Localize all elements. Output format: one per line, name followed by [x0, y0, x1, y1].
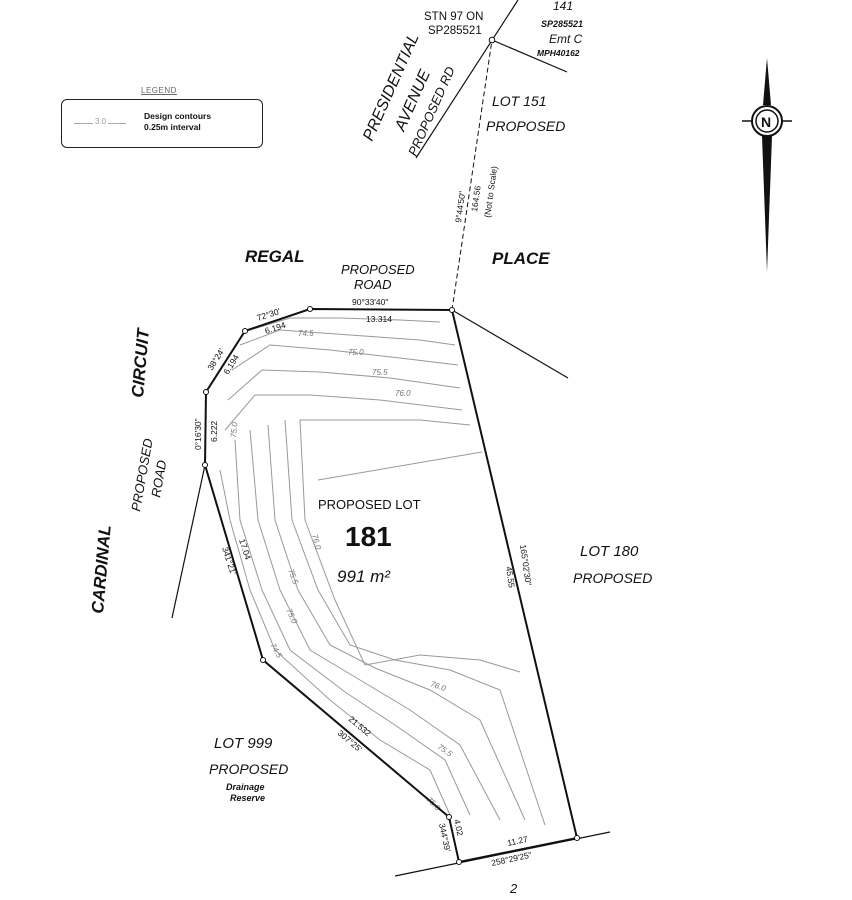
legend-line-1: Design contours: [144, 111, 212, 121]
lot-180-name: LOT 180: [580, 543, 639, 560]
corner-mark: [260, 657, 266, 663]
corner-mark: [202, 462, 208, 468]
lot-181-area: 991 m²: [337, 567, 391, 586]
cardinal-circuit-boundary: [171, 464, 206, 619]
legend-line-2: 0.25m interval: [144, 122, 201, 132]
proposed-road-top-1: PROPOSED: [341, 262, 415, 277]
lot-999-note-2: Reserve: [230, 793, 265, 803]
contour-line: [299, 419, 366, 666]
contour-line: [224, 394, 463, 431]
e-bearing: 165°02'30": [518, 544, 534, 586]
w-bearing: 0°16'30": [193, 418, 203, 450]
e-distance: 45.55: [504, 566, 517, 589]
legend: 3.0 Design contours 0.25m interval: [61, 99, 263, 148]
lot-999-note-1: Drainage: [226, 782, 265, 792]
north-letter: N: [761, 114, 771, 130]
corner-mark: [203, 389, 209, 395]
contour-line: [234, 439, 471, 816]
lot-181-title: PROPOSED LOT: [318, 497, 421, 512]
tie-distance: 164.56: [469, 185, 483, 212]
contour-line: [231, 344, 459, 371]
corner-mark: [307, 306, 313, 312]
contour-label: 75.5: [286, 568, 300, 586]
station-line-1: STN 97 ON: [424, 11, 483, 23]
proposed-road-top-2: ROAD: [354, 277, 392, 292]
nw2-distance: 6.194: [221, 352, 241, 376]
contour-label: 75.0: [348, 348, 364, 357]
contour-label: 75.5: [436, 742, 454, 759]
s2-distance: 11.27: [506, 834, 529, 848]
boundary-corners: [202, 306, 580, 865]
corner-mark: [456, 859, 462, 865]
top-distance: 13.314: [366, 314, 392, 324]
page-number: 2: [509, 881, 518, 896]
legend-description: Design contours 0.25m interval: [144, 111, 211, 133]
corner-mark: [242, 328, 248, 334]
sw1-distance: 17.04: [237, 538, 253, 562]
lot-180-boundary: [451, 309, 569, 379]
sw1-bearing: 341°21': [220, 546, 238, 577]
contour-label: 76.0: [395, 389, 411, 398]
corner-mark: [449, 307, 455, 313]
corner-mark: [574, 835, 580, 841]
lot-999-status: PROPOSED: [209, 761, 288, 777]
corner-mark: [446, 814, 452, 820]
tie-note: (Not to Scale): [482, 165, 499, 218]
road-labels: REGAL PLACE PROPOSED ROAD CIRCUIT CARDIN…: [88, 31, 550, 614]
tie-line: [451, 39, 493, 311]
w-distance: 6.222: [209, 420, 219, 442]
lot-180-status: PROPOSED: [573, 570, 652, 586]
proposed-road-left-2: ROAD: [148, 459, 169, 499]
station-line-2: SP285521: [428, 25, 482, 37]
contour-line: [267, 424, 526, 821]
easement-line: [317, 451, 483, 481]
contour-line: [239, 329, 456, 346]
lot-141-easement: Emt C: [549, 32, 583, 46]
contour-label: 75.0: [229, 421, 239, 438]
contour-label: 74.5: [298, 329, 314, 338]
contour-line: [219, 469, 451, 816]
tie-bearing: 9°44'50": [453, 191, 467, 224]
contour-label: 76.0: [310, 533, 323, 551]
contour-line: [249, 317, 441, 331]
place-label: PLACE: [492, 249, 550, 268]
design-contours: 74.5 75.0 75.5 76.0 75.0 75.5 76.0 75.0 …: [219, 317, 546, 826]
cardinal-label: CARDINAL: [88, 524, 115, 614]
s1-distance: 4.02: [452, 818, 465, 837]
lot-151-status: PROPOSED: [486, 118, 565, 134]
north-arrow-top: [763, 58, 771, 105]
north-arrow: N: [742, 58, 792, 272]
contour-label: 75.0: [284, 607, 299, 625]
lot-999-name: LOT 999: [214, 735, 273, 752]
presidential-avenue-boundary: [415, 0, 519, 159]
lot-141-plan: SP285521: [541, 19, 583, 29]
regal-label: REGAL: [245, 247, 305, 266]
contour-label: 74.5: [268, 642, 284, 660]
north-arrow-inner-ring: [755, 109, 779, 133]
station-mark: [488, 36, 496, 44]
contour-line: [364, 654, 521, 673]
contour-line: [284, 419, 546, 826]
nw1-distance: 6.194: [264, 320, 288, 336]
contour-line: [227, 369, 461, 401]
contour-line: [249, 429, 501, 821]
circuit-label: CIRCUIT: [128, 326, 153, 398]
lot-141-number: 141: [553, 0, 573, 13]
contour-label: 75.5: [372, 368, 388, 377]
legend-contour-sample-value: 3.0: [93, 117, 109, 126]
legend-title: LEGEND: [141, 86, 177, 95]
contour-line: [300, 419, 471, 426]
lot-141-boundary: [491, 39, 568, 73]
lot-151-name: LOT 151: [492, 93, 546, 109]
lot-141-mph: MPH40162: [537, 48, 580, 58]
lot-181-boundary: [203, 307, 579, 864]
top-bearing: 90°33'40": [352, 297, 388, 307]
lot-181-number: 181: [345, 521, 392, 552]
north-arrow-bottom: [762, 136, 772, 272]
